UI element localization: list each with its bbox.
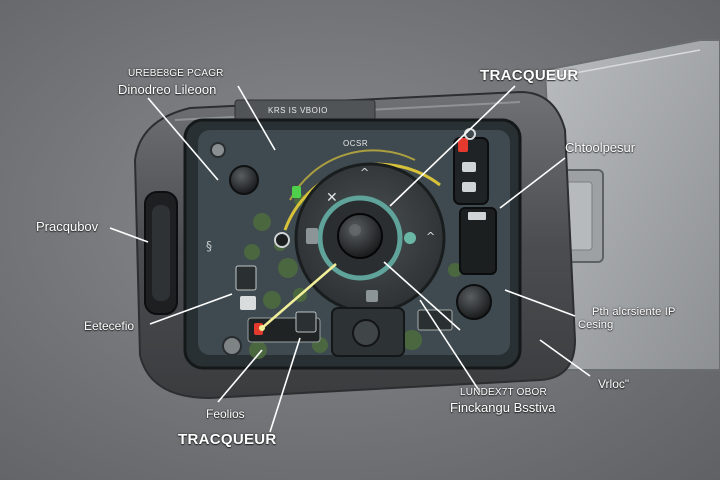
right-arrow-icon: ^ (426, 230, 435, 243)
camera-icon (274, 232, 290, 248)
label-left-lower: Eetecefio (84, 319, 135, 333)
up-arrow-icon: ^ (360, 166, 369, 179)
dial-knob[interactable] (337, 213, 383, 259)
corner-screw-top-left (210, 142, 226, 158)
battery-icon (306, 228, 318, 244)
label-bottom-right-small: LUNDEX7T OBOR (460, 387, 547, 398)
label-top-left-main: Dinodreo Lileoon (118, 82, 217, 97)
top-strip-text: KRS IS VBOIO (268, 106, 328, 115)
label-left-mid: Pracqubov (36, 219, 99, 234)
label-right-lower: Vrloc" (598, 377, 630, 391)
label-top-right: TRACQUEUR (480, 67, 579, 84)
right-bottom-chip (417, 309, 453, 331)
label-bottom-left-small: Feolios (206, 407, 245, 421)
status-dot-icon (404, 232, 416, 244)
left-upper-button[interactable] (229, 165, 259, 195)
corner-screw-bottom-left (222, 336, 242, 356)
bottom-center-button[interactable] (352, 319, 380, 347)
screen-small-text: OCSR (343, 139, 369, 148)
green-led (292, 186, 301, 198)
yellow-pointer-line (261, 263, 337, 329)
label-bottom-right-main: Finckangu Bsstiva (450, 400, 556, 415)
label-top-left-small: UREBE8GE PCAGR (128, 68, 224, 79)
label-right-upper: Chtoolpesur (565, 140, 636, 155)
label-right-mid-line1: Pth alcrsiente IP (592, 306, 676, 318)
label-bottom-left-main: TRACQUEUR (178, 431, 277, 448)
callout-lines (109, 85, 591, 433)
left-chip (235, 265, 257, 291)
link-icon: § (206, 239, 212, 253)
right-lower-button[interactable] (456, 284, 492, 320)
tool-icon: ✕ (326, 190, 338, 206)
right-middle-module[interactable] (459, 207, 497, 275)
left-lower-chip (240, 296, 256, 310)
label-right-mid-line2: Cesing (578, 319, 614, 331)
red-led-top (458, 138, 468, 152)
small-square-icon (366, 290, 378, 302)
